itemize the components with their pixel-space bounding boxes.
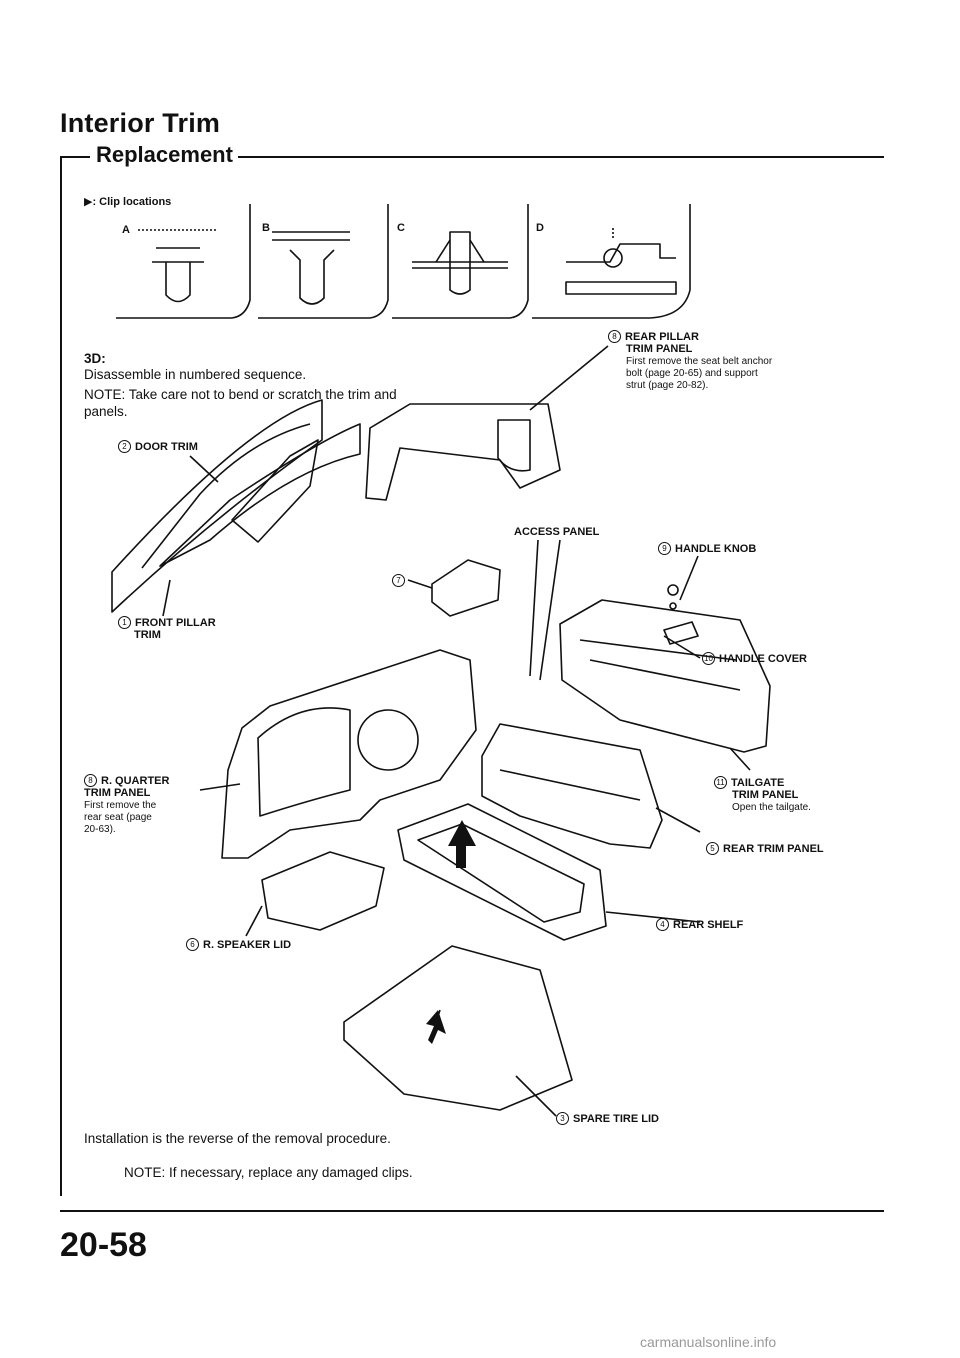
rear-pillar-label-2: TRIM PANEL xyxy=(626,343,693,355)
clip-box-a xyxy=(116,204,251,319)
rear-pillar-note-2: bolt (page 20-65) and support xyxy=(626,368,758,379)
quarter-trim-label-2: TRIM PANEL xyxy=(84,787,151,799)
clip-box-c xyxy=(392,204,529,319)
tailgate-label-2: TRIM PANEL xyxy=(732,789,799,801)
note-text: NOTE: Take care not to bend or scratch t… xyxy=(84,387,397,419)
quarter-trim-note-3: 20-63). xyxy=(84,824,116,835)
part-7-label: 7 xyxy=(392,574,409,588)
clip-locations-label: ▶: Clip locations xyxy=(84,196,172,208)
tailgate-note: Open the tailgate. xyxy=(732,802,811,813)
installation-note: NOTE: If necessary, replace any damaged … xyxy=(124,1165,413,1180)
clip-box-b xyxy=(258,204,389,319)
bottom-rule xyxy=(60,1210,884,1212)
subtitle-rule-left xyxy=(60,156,90,158)
clip-type-c-label: C xyxy=(397,222,405,234)
access-panel-label: ACCESS PANEL xyxy=(514,526,600,538)
page-number: 20-58 xyxy=(60,1226,147,1264)
clip-box-d xyxy=(532,204,691,319)
clip-type-b-label: B xyxy=(262,222,270,234)
front-pillar-label-2: TRIM xyxy=(134,629,161,641)
rear-pillar-note-3: strut (page 20-82). xyxy=(626,380,709,391)
section-subtitle: Replacement xyxy=(96,142,233,167)
clip-type-d-label: D xyxy=(536,222,544,234)
quarter-trim-note-1: First remove the xyxy=(84,800,157,811)
clip-type-a-label: A xyxy=(122,224,130,236)
installation-text: Installation is the reverse of the remov… xyxy=(84,1131,391,1146)
section-left-rule xyxy=(60,156,62,1196)
subtitle-rule-right xyxy=(238,156,884,158)
model-label: 3D: xyxy=(84,351,106,366)
instruction-text: Disassemble in numbered sequence. xyxy=(84,367,307,382)
watermark: carmanualsonline.info xyxy=(640,1334,777,1350)
rear-pillar-note-1: First remove the seat belt anchor xyxy=(626,356,773,367)
quarter-trim-note-2: rear seat (page xyxy=(84,812,152,823)
page-title: Interior Trim xyxy=(60,108,221,138)
